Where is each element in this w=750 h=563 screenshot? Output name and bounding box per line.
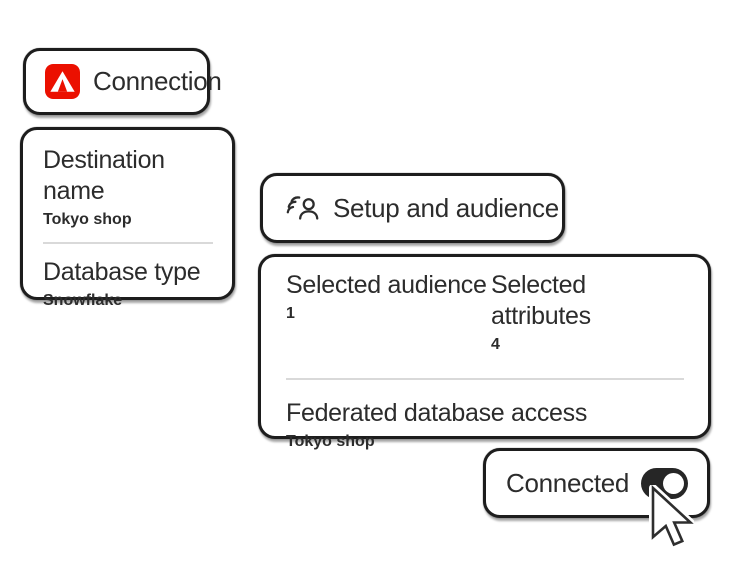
federated-access-label: Federated database access (286, 399, 588, 427)
selected-attributes-label: Selected attributes (491, 271, 591, 330)
summary-stats-row: Selected audience 1 Selected attributes … (286, 270, 684, 356)
destination-name-value: Tokyo shop (43, 211, 132, 228)
database-type-label: Database type (43, 258, 201, 286)
database-type-value: Snowflake (43, 292, 123, 309)
selected-audience-stat: Selected audience 1 (286, 270, 491, 356)
summary-divider (286, 378, 684, 380)
connected-toggle[interactable] (641, 467, 688, 499)
connected-card: Connected (483, 448, 710, 518)
field-divider (43, 242, 213, 244)
destination-details-card: Destination name Tokyo shop Database typ… (20, 127, 235, 309)
connection-card: Connection (23, 48, 222, 115)
setup-audience-title: Setup and audience (333, 192, 559, 223)
selected-audience-label: Selected audience (286, 271, 487, 299)
selected-audience-value: 1 (286, 305, 295, 322)
connected-label: Connected (506, 467, 630, 498)
adobe-logo-icon (45, 64, 80, 99)
selected-attributes-value: 4 (491, 336, 500, 353)
connection-card-title: Connection (93, 66, 222, 96)
federated-access-value: Tokyo shop (286, 433, 375, 450)
setup-audience-card: Setup and audience (260, 173, 565, 243)
toggle-knob[interactable] (663, 472, 684, 494)
summary-card: Selected audience 1 Selected attributes … (258, 254, 711, 450)
destination-name-label: Destination name (43, 146, 165, 205)
audience-icon (286, 196, 319, 220)
selected-attributes-stat: Selected attributes 4 (491, 270, 684, 356)
